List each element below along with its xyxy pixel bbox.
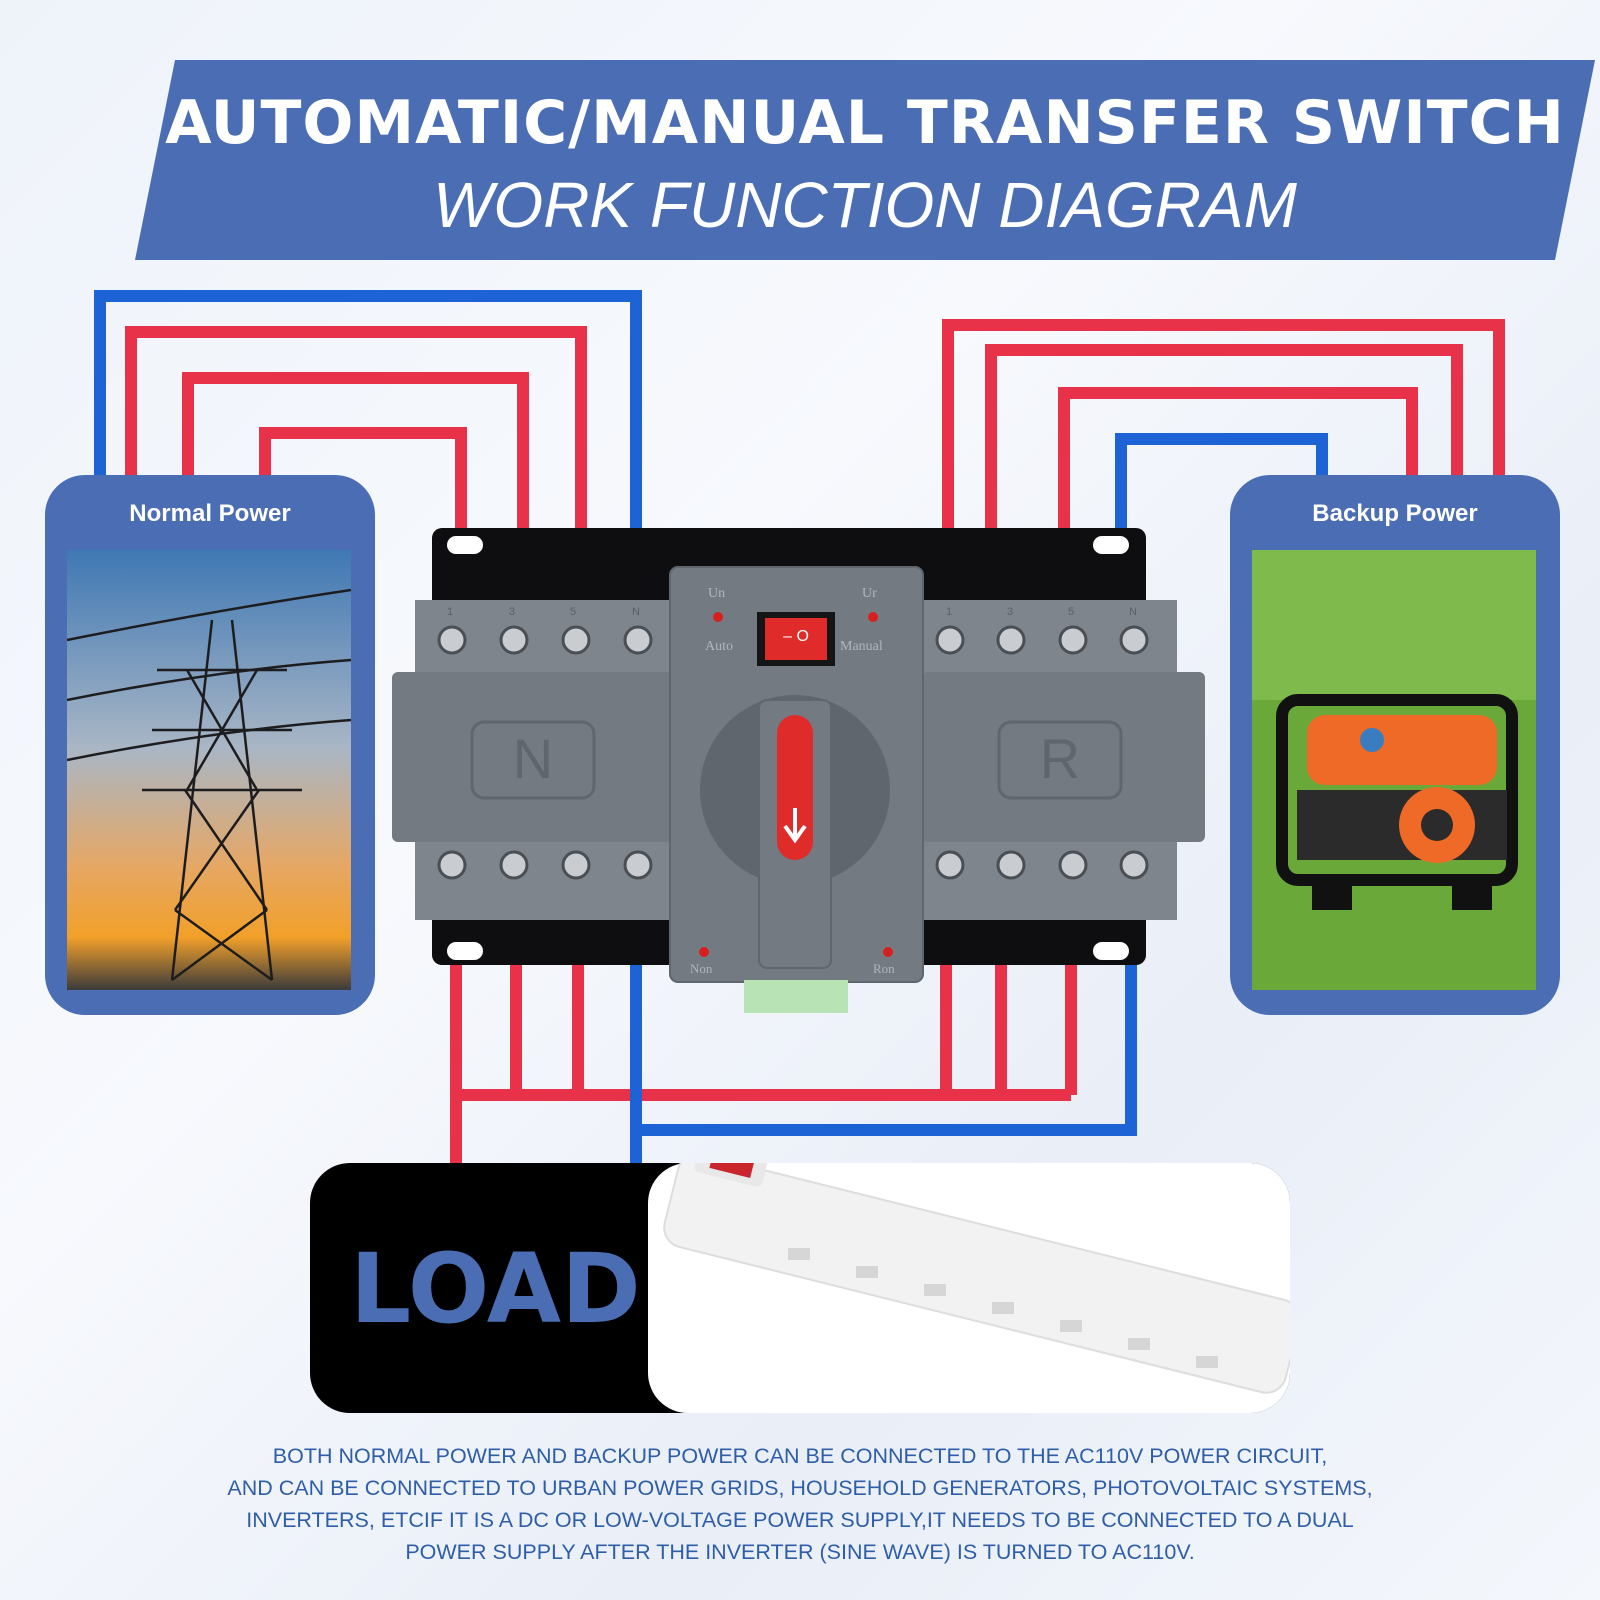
load-box: LOAD [310, 1163, 1290, 1413]
terminal-screws [437, 625, 1149, 880]
diagram-subtitle: WORK FUNCTION DIAGRAM [433, 169, 1297, 241]
footer-line: AND CAN BE CONNECTED TO URBAN POWER GRID… [227, 1476, 1373, 1500]
label-manual: Manual [840, 639, 883, 654]
header-banner [135, 60, 1595, 260]
outlet-slot [856, 1266, 878, 1278]
label-auto: Auto [705, 639, 733, 654]
mount-slot-bl [447, 942, 483, 960]
power-strip-image [648, 1163, 1290, 1413]
footer-line: POWER SUPPLY AFTER THE INVERTER (SINE WA… [405, 1540, 1195, 1564]
terminal-label: 1 [946, 606, 953, 618]
terminal-screw [935, 850, 965, 880]
footer-line: INVERTERS, ETCIF IT IS A DC OR LOW-VOLTA… [246, 1508, 1354, 1532]
un-indicator-led [713, 612, 723, 622]
normal-neutral-wire [94, 290, 642, 545]
label-ur: Ur [862, 586, 877, 601]
terminal-label: 3 [509, 606, 516, 618]
terminal-screw [623, 850, 653, 880]
generator-image [1252, 550, 1536, 990]
mount-slot-br [1093, 942, 1129, 960]
terminal-label: 3 [1007, 606, 1014, 618]
label-un: Un [708, 586, 726, 601]
terminal-screw [996, 625, 1026, 655]
normal-power-label: Normal Power [129, 500, 291, 527]
mount-slot-tl [447, 536, 483, 554]
backup-phase-wire-2 [985, 344, 1463, 545]
handle-arrow-icon [783, 808, 807, 844]
normal-side-cover [392, 672, 675, 842]
terminal-screw [996, 850, 1026, 880]
reserve-side-cover [922, 672, 1205, 842]
outlet-slot [924, 1284, 946, 1296]
non-indicator-led [699, 947, 709, 957]
handle-red-stripe [777, 715, 813, 860]
label-ron: Ron [873, 961, 895, 976]
power-strip-outlets [788, 1248, 1218, 1368]
backup-power-panel: Backup Power [1230, 475, 1560, 1015]
terminal-label: N [1129, 606, 1137, 618]
terminal-label: 1 [447, 606, 454, 618]
letter-r: R [1039, 727, 1081, 790]
power-strip-icon [663, 1163, 1290, 1394]
terminal-screw [935, 625, 965, 655]
power-tower-icon [67, 550, 351, 990]
outlet-slot [1196, 1356, 1218, 1368]
footer-description: BOTH NORMAL POWER AND BACKUP POWER CAN B… [150, 1440, 1450, 1568]
terminal-screw [561, 625, 591, 655]
terminal-label: N [632, 606, 640, 618]
backup-phase-wire-3 [1058, 387, 1418, 545]
rocker-symbols: – O [783, 628, 809, 645]
terminal-label: 5 [570, 606, 577, 618]
backup-phase-wire-1 [942, 319, 1505, 545]
outlet-slot [788, 1248, 810, 1260]
terminal-screw [623, 625, 653, 655]
power-tower-image [67, 550, 351, 990]
outlet-slot [1060, 1320, 1082, 1332]
label-non: Non [690, 961, 713, 976]
terminal-screw [499, 850, 529, 880]
terminal-screw [1058, 625, 1088, 655]
normal-power-panel: Normal Power [45, 475, 375, 1015]
mount-slot-tr [1093, 536, 1129, 554]
normal-phase-wire-3 [259, 427, 467, 545]
backup-power-label: Backup Power [1312, 500, 1478, 527]
generator-icon [1252, 550, 1536, 990]
terminal-screw [561, 850, 591, 880]
ron-indicator-led [883, 947, 893, 957]
outlet-slot [1128, 1338, 1150, 1350]
footer-line: BOTH NORMAL POWER AND BACKUP POWER CAN B… [272, 1444, 1328, 1468]
load-label: LOAD [350, 1233, 641, 1345]
normal-phase-wire-2 [182, 372, 529, 545]
terminal-screw [1119, 625, 1149, 655]
diagram-title: AUTOMATIC/MANUAL TRANSFER SWITCH [165, 88, 1565, 158]
outlet-slot [992, 1302, 1014, 1314]
terminal-screw [1058, 850, 1088, 880]
terminal-label: 5 [1068, 606, 1075, 618]
terminal-screw [437, 625, 467, 655]
normal-phase-wire-1 [125, 326, 587, 545]
letter-n: N [512, 727, 554, 790]
terminal-screw [499, 625, 529, 655]
terminal-screw [437, 850, 467, 880]
terminal-screw [1119, 850, 1149, 880]
control-terminal [744, 980, 848, 1013]
backup-neutral-wire [1115, 433, 1328, 545]
ur-indicator-led [868, 612, 878, 622]
